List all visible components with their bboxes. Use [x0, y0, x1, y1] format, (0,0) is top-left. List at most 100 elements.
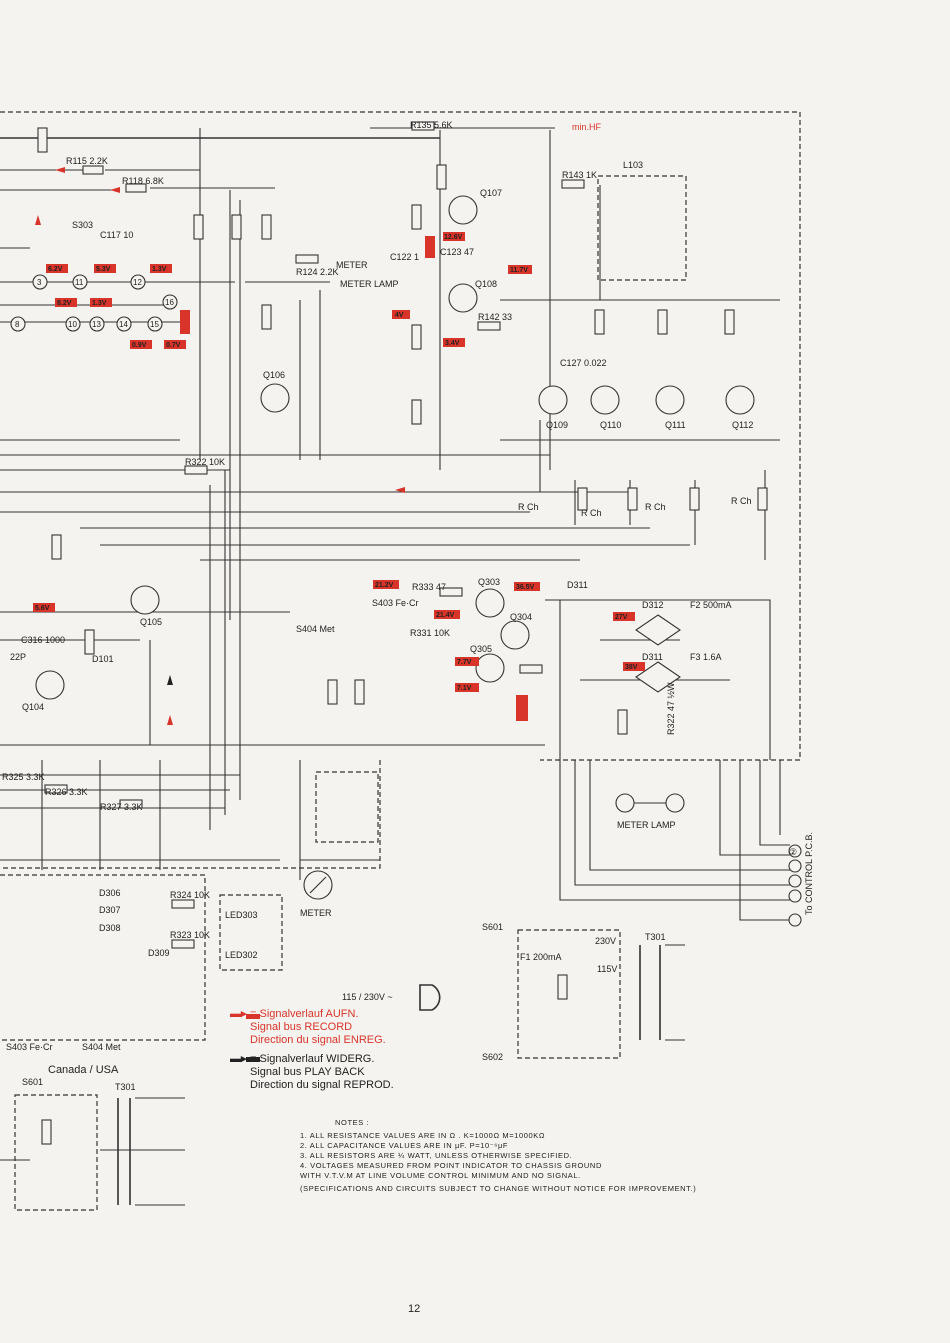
legend-playback-line-3: Direction du signal REPROD.	[250, 1079, 394, 1091]
label-q304: Q304	[510, 612, 532, 622]
label-led302: LED303	[225, 910, 258, 920]
svg-text:27V: 27V	[615, 614, 628, 621]
label-f1: F1 200mA	[520, 952, 562, 962]
svg-text:6.2V: 6.2V	[48, 266, 63, 273]
label-d311: D311	[642, 652, 663, 662]
label-s104: S303	[72, 220, 93, 230]
canada-board	[14, 1094, 98, 1211]
label-r329: R331 10K	[410, 628, 450, 638]
label-r330: R333 47	[412, 582, 446, 592]
label-r115: R115 2.2K	[66, 156, 108, 166]
f1-board	[517, 929, 621, 1059]
control-pin-2: ②	[789, 847, 797, 857]
region-label: Canada / USA	[48, 1064, 119, 1076]
label-q112: Q112	[732, 420, 753, 430]
label-s303: S404 Met	[296, 624, 335, 634]
label-q303: Q303	[478, 577, 500, 587]
svg-text:7.1V: 7.1V	[457, 685, 472, 692]
legend-playback-line-2: Signal bus PLAY BACK	[250, 1066, 365, 1078]
svg-text:4V: 4V	[395, 312, 404, 319]
r-ch-label-4: R Ch	[731, 496, 752, 506]
label-r142: R142 33	[478, 312, 512, 322]
svg-text:1.3V: 1.3V	[152, 266, 167, 273]
svg-text:12.6V: 12.6V	[444, 234, 463, 241]
label-d307: D308	[99, 923, 121, 933]
svg-text:8.2V: 8.2V	[57, 300, 72, 307]
bridge-d312	[635, 614, 681, 646]
label-r177: R322 10K	[185, 457, 225, 467]
p22-label: 22P	[10, 652, 26, 662]
r322w-label: R322 47 ½W	[666, 682, 676, 735]
svg-text:11: 11	[75, 278, 84, 287]
page-number: 12	[408, 1303, 421, 1315]
svg-text:5.3V: 5.3V	[96, 266, 111, 273]
note-line-3: 3. ALL RESISTORS ARE ¼ WATT, UNLESS OTHE…	[300, 1151, 573, 1160]
notes-block: NOTES : 1. ALL RESISTANCE VALUES ARE IN …	[300, 1118, 696, 1194]
to-control-label: To CONTROL P.C.B.	[804, 832, 814, 915]
min-hf-label: min.HF	[572, 122, 602, 132]
label-s601: S601	[482, 922, 503, 932]
note-line-5: WITH V.T.V.M AT LINE VOLUME CONTROL MINI…	[300, 1171, 581, 1180]
transformer-t301	[639, 944, 685, 1041]
label-q106: Q106	[263, 370, 285, 380]
note-line-1: 1. ALL RESISTANCE VALUES ARE IN Ω . K=10…	[300, 1131, 546, 1140]
v115-label: 115V	[597, 964, 617, 974]
svg-text:12: 12	[133, 278, 142, 287]
s403-label: S403 Fe·Cr	[6, 1042, 53, 1052]
legend-playback-symbol: ▬▸	[230, 1053, 247, 1065]
svg-text:11.7V: 11.7V	[510, 267, 528, 274]
label-c123: C123 47	[440, 247, 474, 257]
svg-text:10: 10	[68, 320, 77, 329]
meter-lamp-symbols	[615, 793, 685, 813]
svg-text:0.7V: 0.7V	[166, 342, 181, 349]
legend-record-line-1: = Signalverlauf AUFN.	[250, 1008, 359, 1020]
r-ch-label-1: R Ch	[518, 502, 539, 512]
resistor-bodies	[37, 121, 768, 1145]
led-box-2	[219, 894, 283, 971]
svg-text:3.4V: 3.4V	[445, 340, 460, 347]
label-r323: R326 3.3K	[45, 787, 88, 797]
label-r124: R124 2.2K	[296, 267, 339, 277]
label-q105: Q105	[140, 617, 162, 627]
notes-heading: NOTES :	[335, 1118, 370, 1127]
note-line-6: (SPECIFICATIONS AND CIRCUITS SUBJECT TO …	[300, 1184, 697, 1193]
r-ch-label-3: R Ch	[645, 502, 666, 512]
label-d306: D307	[99, 905, 121, 915]
svg-text:21.4V: 21.4V	[436, 612, 455, 619]
svg-text:3: 3	[37, 278, 42, 287]
legend-record-line-3: Direction du signal ENREG.	[250, 1034, 386, 1046]
svg-text:0.9V: 0.9V	[132, 342, 147, 349]
legend-record-symbol: ▬▸	[230, 1008, 247, 1020]
svg-text:8: 8	[15, 320, 20, 329]
svg-text:36.5V: 36.5V	[516, 584, 535, 591]
mains-plug	[419, 984, 441, 1011]
component-labels: R115 2.2K R118 6.8K R135 5.6K R124 2.2K …	[2, 120, 753, 1092]
v230-label: 230V	[595, 936, 616, 946]
label-q108: Q108	[475, 279, 497, 289]
svg-text:5.6V: 5.6V	[35, 605, 50, 612]
label-s601-canada: S601	[22, 1077, 43, 1087]
label-r135: R135 5.6K	[410, 120, 453, 130]
label-r324: R327 3.3K	[100, 802, 143, 812]
s404-label: S404 Met	[82, 1042, 121, 1052]
svg-text:16: 16	[165, 298, 174, 307]
note-line-2: 2. ALL CAPACITANCE VALUES ARE IN μF. P=1…	[300, 1141, 509, 1150]
label-c126: C127 0.022	[560, 358, 607, 368]
label-s602: S602	[482, 1052, 503, 1062]
wiring	[0, 127, 790, 1161]
legend-playback-line-1: = Signalverlauf WIDERG.	[250, 1053, 375, 1065]
legend-playback: ▬▸ = Signalverlauf WIDERG. Signal bus PL…	[230, 1053, 394, 1092]
label-c117: C117 10	[100, 230, 133, 240]
svg-text:21.2V: 21.2V	[375, 582, 394, 589]
meter-label: METER	[300, 908, 332, 918]
label-r317: R323 10K	[170, 930, 210, 940]
legend-record-line-2: Signal bus RECORD	[250, 1021, 353, 1033]
label-c148: C316 1000	[21, 635, 65, 645]
pcb-boundary-lower	[0, 874, 206, 1041]
label-d101: D101	[92, 654, 114, 664]
label-q107: Q107	[480, 188, 502, 198]
l103-shield	[597, 175, 687, 281]
bridge-d311	[635, 661, 681, 693]
svg-text:1.3V: 1.3V	[92, 300, 107, 307]
note-line-4: 4. VOLTAGES MEASURED FROM POINT INDICATO…	[300, 1161, 602, 1170]
